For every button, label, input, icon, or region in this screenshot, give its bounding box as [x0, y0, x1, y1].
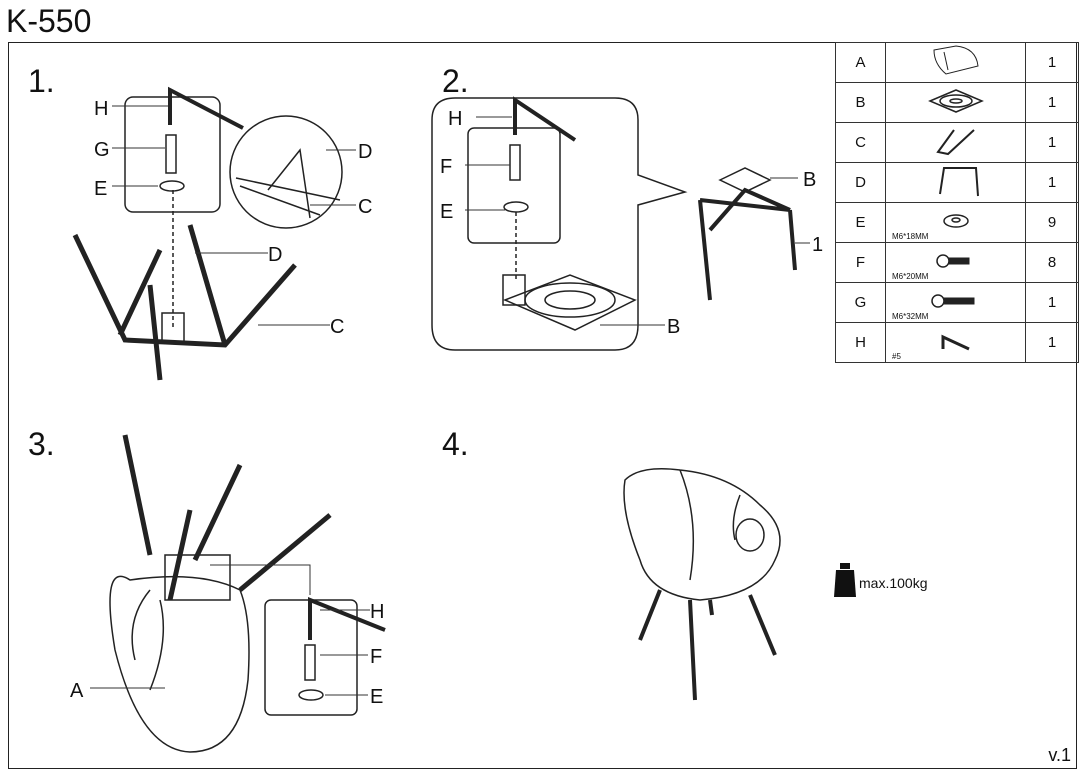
- label-F: F: [440, 156, 452, 178]
- label-D: D: [268, 244, 282, 266]
- label-1: 1: [812, 234, 823, 256]
- bolt-icon: [935, 253, 969, 268]
- part-id: F: [835, 242, 886, 283]
- label-H: H: [370, 601, 384, 623]
- bolt-icon: [165, 134, 177, 174]
- parts-list-table: A 1 B 1 C 1 D 1 E M6*18MM 9 F M6*20MM 8: [835, 42, 1079, 363]
- step-1-number: 1.: [28, 63, 55, 99]
- label-B: B: [803, 169, 816, 191]
- table-row: A 1: [835, 42, 1079, 83]
- max-load-label: max.100kg: [859, 575, 927, 591]
- part-spec: #5: [892, 352, 901, 361]
- version-label: v.1: [1048, 745, 1071, 765]
- table-row: G M6*32MM 1: [835, 282, 1079, 323]
- step-3-number: 3.: [28, 426, 55, 462]
- label-E: E: [440, 201, 453, 223]
- instruction-frame: [8, 42, 1077, 769]
- part-spec: M6*32MM: [892, 312, 929, 321]
- label-H: H: [94, 98, 108, 120]
- step-4-number: 4.: [442, 426, 469, 462]
- part-id: C: [835, 122, 886, 163]
- chair-seat-icon: [932, 44, 979, 75]
- step-2-number: 2.: [442, 63, 469, 99]
- step-3-diagram: [109, 434, 386, 753]
- label-D: D: [358, 141, 372, 163]
- part-qty: 1: [1025, 162, 1079, 203]
- weight-icon: [834, 563, 856, 597]
- label-C: C: [358, 196, 372, 218]
- part-id: H: [835, 322, 886, 363]
- leg-frame-d-icon: [938, 166, 979, 196]
- label-G: G: [94, 139, 110, 161]
- part-id: D: [835, 162, 886, 203]
- label-F: F: [370, 646, 382, 668]
- part-id: B: [835, 82, 886, 123]
- product-title: K-550: [6, 3, 92, 39]
- step-2-diagram: [431, 96, 797, 351]
- bolt-long-icon: [930, 293, 974, 308]
- washer-icon: [159, 180, 185, 192]
- table-row: D 1: [835, 162, 1079, 203]
- part-qty: 1: [1025, 82, 1079, 123]
- part-qty: 1: [1025, 322, 1079, 363]
- label-A: A: [70, 680, 84, 702]
- part-id: E: [835, 202, 886, 243]
- part-qty: 1: [1025, 282, 1079, 323]
- table-row: F M6*20MM 8: [835, 242, 1079, 283]
- part-id: G: [835, 282, 886, 323]
- part-qty: 1: [1025, 42, 1079, 83]
- part-qty: 8: [1025, 242, 1079, 283]
- part-id: A: [835, 42, 886, 83]
- step-1-diagram: [72, 86, 343, 381]
- part-qty: 1: [1025, 122, 1079, 163]
- allen-key-icon: [941, 334, 970, 350]
- part-spec: M6*20MM: [892, 272, 929, 281]
- washer-icon: [942, 213, 969, 228]
- leg-frame-c-icon: [935, 128, 975, 155]
- assembled-chair-drawing: [623, 468, 781, 701]
- part-qty: 9: [1025, 202, 1079, 243]
- label-B: B: [667, 316, 680, 338]
- label-E: E: [94, 178, 107, 200]
- label-H: H: [448, 108, 462, 130]
- part-spec: M6*18MM: [892, 232, 929, 241]
- table-row: E M6*18MM 9: [835, 202, 1079, 243]
- table-row: C 1: [835, 122, 1079, 163]
- table-row: H #5 1: [835, 322, 1079, 363]
- label-E: E: [370, 686, 383, 708]
- label-C: C: [330, 316, 344, 338]
- table-row: B 1: [835, 82, 1079, 123]
- swivel-plate-icon: [927, 88, 984, 113]
